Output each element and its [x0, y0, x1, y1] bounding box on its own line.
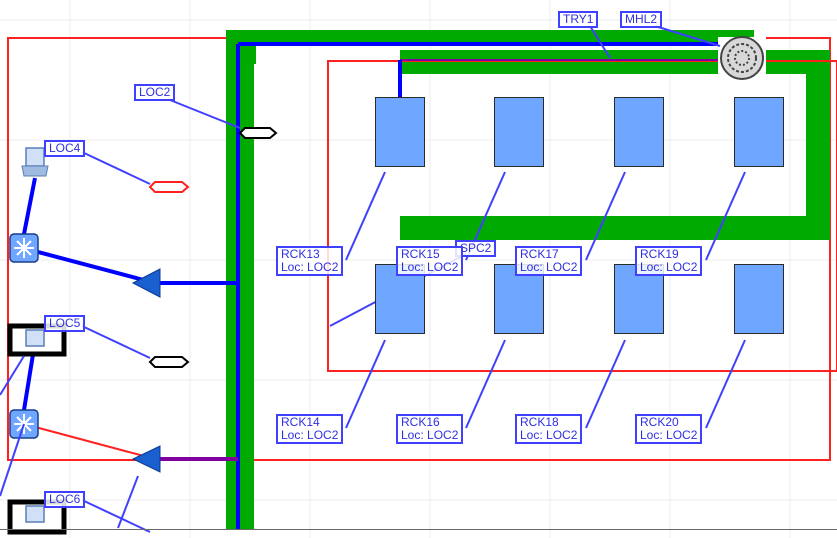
label-loc2[interactable]: LOC2	[134, 84, 176, 101]
cable-runs[interactable]	[22, 42, 740, 530]
label-try1[interactable]: TRY1	[558, 11, 599, 28]
rack-name: RCK17	[520, 247, 559, 261]
laptop-icon[interactable]	[7, 323, 67, 357]
rack-name: RCK18	[520, 415, 559, 429]
location-marker-loc5[interactable]	[148, 356, 190, 368]
label-rck13[interactable]: RCK13 Loc: LOC2	[276, 246, 344, 276]
label-loc5[interactable]: LOC5	[44, 315, 86, 332]
canvas-bottom-edge	[0, 529, 837, 530]
label-mhl2[interactable]: MHL2	[620, 11, 663, 28]
location-marker-loc2[interactable]	[238, 127, 278, 139]
rack-location: Loc: LOC2	[520, 260, 578, 274]
label-rck18[interactable]: RCK18 Loc: LOC2	[515, 414, 583, 444]
label-loc4[interactable]: LOC4	[44, 140, 86, 157]
rack-name: RCK16	[401, 415, 440, 429]
rack-rck15[interactable]	[494, 97, 544, 167]
rack-name: RCK15	[401, 247, 440, 261]
manhole-icon[interactable]	[718, 36, 766, 80]
laptop-icon[interactable]	[21, 147, 49, 177]
rack-location: Loc: LOC2	[281, 428, 339, 442]
label-rck14[interactable]: RCK14 Loc: LOC2	[276, 414, 344, 444]
label-rck17[interactable]: RCK17 Loc: LOC2	[515, 246, 583, 276]
rack-rck17[interactable]	[614, 97, 664, 167]
rack-location: Loc: LOC2	[520, 428, 578, 442]
rack-location: Loc: LOC2	[401, 428, 459, 442]
rack-location: Loc: LOC2	[640, 428, 698, 442]
label-loc6[interactable]: LOC6	[44, 491, 86, 508]
rack-rck13[interactable]	[375, 97, 425, 167]
rack-location: Loc: LOC2	[640, 260, 698, 274]
location-marker-loc4[interactable]	[148, 181, 190, 193]
rack-name: RCK13	[281, 247, 320, 261]
triangle-arrow-icon[interactable]	[131, 445, 161, 473]
rack-name: RCK14	[281, 415, 320, 429]
label-rck16[interactable]: RCK16 Loc: LOC2	[396, 414, 464, 444]
rack-name: RCK20	[640, 415, 679, 429]
rack-name: RCK19	[640, 247, 679, 261]
triangle-arrow-icon[interactable]	[131, 268, 161, 298]
label-rck19[interactable]: RCK19 Loc: LOC2	[635, 246, 703, 276]
rack-location: Loc: LOC2	[401, 260, 459, 274]
network-switch-icon[interactable]	[9, 233, 39, 263]
rack-location: Loc: LOC2	[281, 260, 339, 274]
rack-rck20[interactable]	[734, 264, 784, 334]
label-rck15[interactable]: RCK15 Loc: LOC2	[396, 246, 464, 276]
rack-rck19[interactable]	[734, 97, 784, 167]
label-rck20[interactable]: RCK20 Loc: LOC2	[635, 414, 703, 444]
